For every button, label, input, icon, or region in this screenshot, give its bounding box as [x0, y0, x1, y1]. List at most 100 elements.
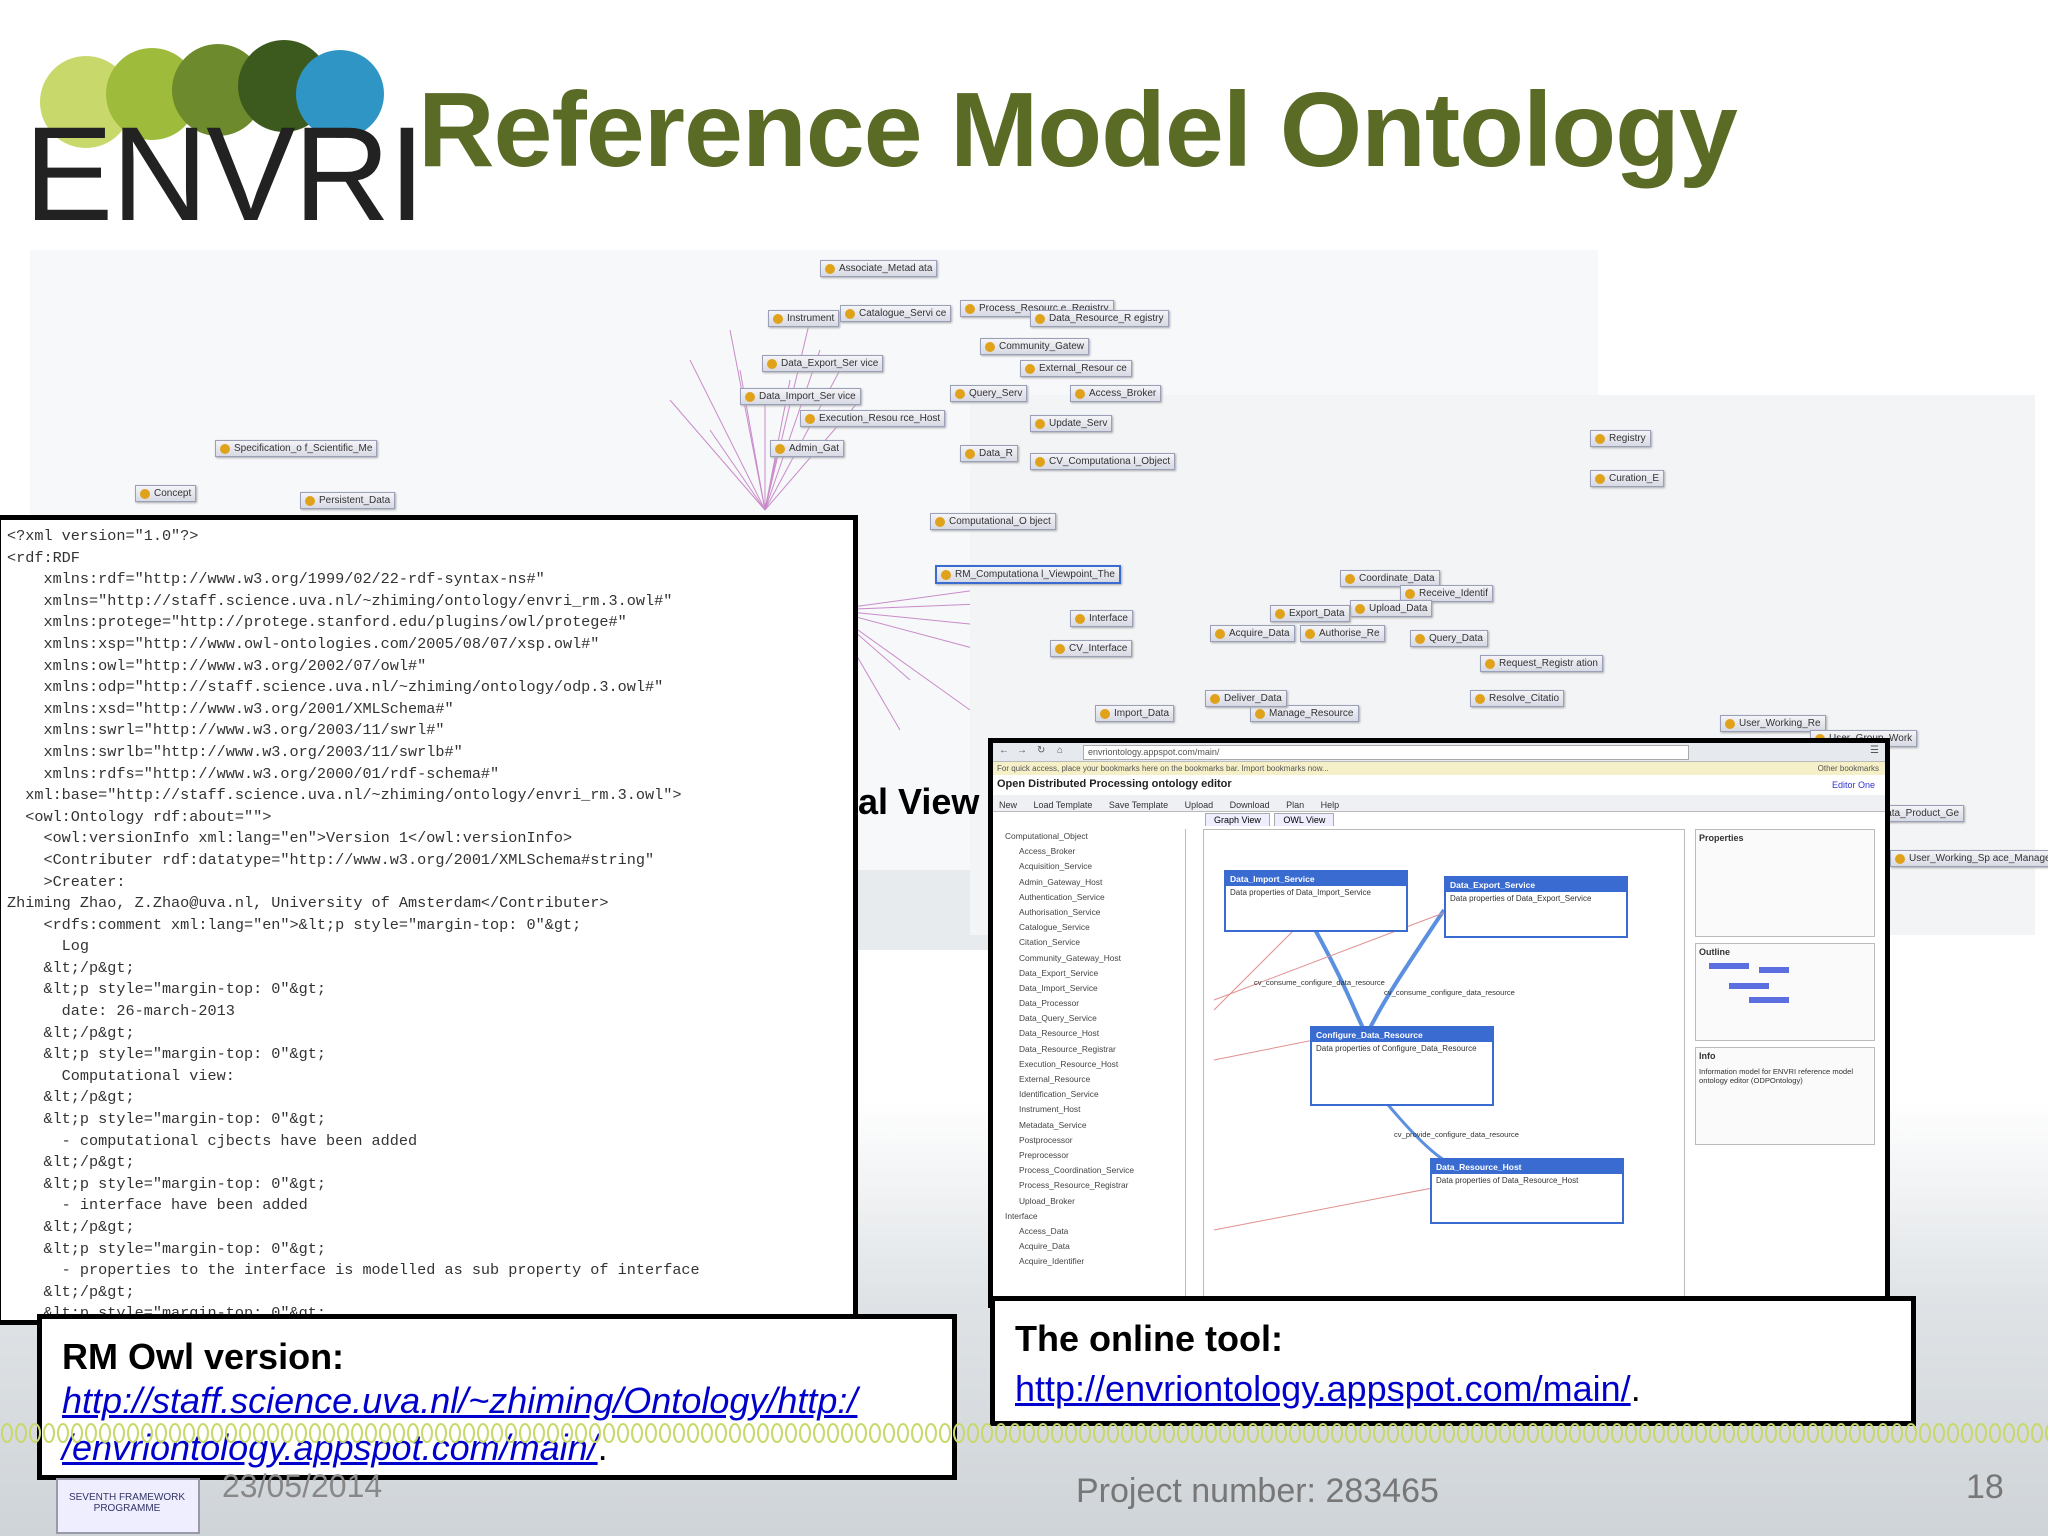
address-bar: envriontology.appspot.com/main/ — [1083, 745, 1689, 760]
tree-item: Execution_Resource_Host — [1019, 1058, 1119, 1069]
slide-title: Reference Model Ontology — [418, 71, 1738, 189]
tree-item: Access_Data — [1019, 1225, 1069, 1236]
graph-node: Access_Broker — [1070, 385, 1162, 402]
toolbar-plan: Plan — [1286, 800, 1305, 810]
graph-node: Community_Gatew — [980, 338, 1090, 355]
tool-link[interactable]: http://envriontology.appspot.com/main/ — [1015, 1368, 1631, 1410]
owl-code-line: &lt;/p&gt; — [7, 1153, 135, 1172]
graph-node: Request_Registr ation — [1480, 655, 1603, 672]
owl-caption-link-line: http://staff.science.uva.nl/~zhiming/Ont… — [62, 1378, 932, 1425]
owl-code-line: xmlns:swrl="http://www.w3.org/2003/11/sw… — [7, 721, 445, 740]
graph-node: External_Resour ce — [1020, 360, 1132, 377]
tree-item: Process_Resource_Registrar — [1019, 1180, 1129, 1191]
owl-code-line: xmlns:xsd="http://www.w3.org/2001/XMLSch… — [7, 699, 454, 718]
side-panel: Properties Outline Info Information mode… — [1695, 829, 1875, 1299]
tree-item: Authorisation_Service — [1019, 906, 1101, 917]
owl-code-line: xmlns="http://staff.science.uva.nl/~zhim… — [7, 591, 673, 610]
graph-box-title: Data_Resource_Host — [1432, 1160, 1622, 1174]
graph-node: Execution_Resou rce_Host — [800, 410, 946, 427]
tree-item: Preprocessor — [1019, 1149, 1069, 1160]
owl-code-line: Log — [7, 937, 90, 956]
page-number: 18 — [1966, 1468, 2004, 1506]
graph-node: Query_Data — [1410, 630, 1488, 647]
online-tool-screenshot: ← → ↻ ⌂ envriontology.appspot.com/main/ … — [988, 738, 1890, 1308]
info-label: Info — [1699, 1051, 1716, 1061]
reload-icon: ↻ — [1037, 745, 1046, 756]
tree-item: Data_Import_Service — [1019, 982, 1098, 993]
outline-section: Outline — [1695, 943, 1875, 1041]
toolbar-upload: Upload — [1184, 800, 1214, 810]
toolbar-save-template: Save Template — [1108, 800, 1169, 810]
owl-caption-box: RM Owl version: http://staff.science.uva… — [37, 1314, 957, 1480]
tab-owl-view: OWL View — [1274, 813, 1335, 826]
graph-node: Query_Serv — [950, 385, 1028, 402]
graph-node: Update_Serv — [1030, 415, 1113, 432]
tree-item: Data_Processor — [1019, 998, 1080, 1009]
owl-code-line: &lt;p style="margin-top: 0"&gt; — [7, 1045, 326, 1064]
tree-item: Interface — [1005, 1210, 1038, 1221]
home-icon: ⌂ — [1057, 745, 1064, 756]
owl-code-line: xmlns:xsp="http://www.owl-ontologies.com… — [7, 634, 600, 653]
graph-tabs: Graph View OWL View — [1205, 813, 1336, 826]
graph-node: Concept — [135, 485, 197, 502]
toolbar-new: New — [999, 800, 1018, 810]
toolbar-download: Download — [1229, 800, 1270, 810]
graph-node: Associate_Metad ata — [820, 260, 938, 277]
graph-box-sub: Data properties of Data_Import_Service — [1230, 888, 1371, 897]
graph-node: Instrument — [768, 310, 840, 327]
tree-item: Acquisition_Service — [1019, 861, 1093, 872]
tree-item: Access_Broker — [1019, 846, 1076, 857]
owl-code-line: xmlns:rdfs="http://www.w3.org/2000/01/rd… — [7, 764, 500, 783]
graph-node: Data_R — [960, 445, 1018, 462]
footer-pattern-band — [0, 1420, 2048, 1446]
edge-label: cv_provide_configure_data_resource — [1394, 1130, 1519, 1139]
app-user: Editor One — [1831, 780, 1875, 790]
owl-code-line: &lt;p style="margin-top: 0"&gt; — [7, 980, 326, 999]
info-section: Info Information model for ENVRI referen… — [1695, 1047, 1875, 1145]
graph-node: Computational_O bject — [930, 513, 1056, 530]
owl-code-line: - interface have been added — [7, 1196, 308, 1215]
owl-code-line: <Contributer rdf:datatype="http://www.w3… — [7, 850, 655, 869]
tree-item: Data_Query_Service — [1019, 1013, 1097, 1024]
owl-code-line: &lt;p style="margin-top: 0"&gt; — [7, 1174, 326, 1193]
bookmark-hint: For quick access, place your bookmarks h… — [997, 764, 1329, 773]
owl-code-line: xmlns:protege="http://protege.stanford.e… — [7, 613, 627, 632]
tree-item: Acquire_Identifier — [1019, 1256, 1085, 1267]
graph-box-sub: Data properties of Configure_Data_Resour… — [1316, 1044, 1477, 1053]
graph-node: Authorise_Re — [1300, 625, 1385, 642]
graph-node: Data_Export_Ser vice — [762, 355, 884, 372]
tree-item: Data_Resource_Host — [1019, 1028, 1100, 1039]
owl-code-line: &lt;/p&gt; — [7, 1218, 135, 1236]
tree-item: Acquire_Data — [1019, 1241, 1070, 1252]
owl-code-line: &lt;/p&gt; — [7, 1023, 135, 1042]
graph-box-sub: Data properties of Data_Resource_Host — [1436, 1176, 1579, 1185]
graph-node: Export_Data — [1270, 605, 1350, 622]
graph-box-sub: Data properties of Data_Export_Service — [1450, 894, 1592, 903]
graph-node: User_Working_Re — [1720, 715, 1826, 732]
graph-node: Specification_o f_Scientific_Me — [215, 440, 378, 457]
tree-item: Postprocessor — [1019, 1134, 1073, 1145]
graph-node: Import_Data — [1095, 705, 1175, 722]
owl-code: <?xml version="1.0"?><rdf:RDF xmlns:rdf=… — [1, 520, 853, 1320]
graph-node: Upload_Data — [1350, 600, 1433, 617]
owl-code-line: Computational view: — [7, 1066, 235, 1085]
tree-item: Admin_Gateway_Host — [1019, 876, 1103, 887]
properties-label: Properties — [1699, 833, 1744, 843]
owl-code-line: &lt;/p&gt; — [7, 1282, 135, 1301]
owl-link-1[interactable]: http://staff.science.uva.nl/~zhiming/Ont… — [62, 1380, 858, 1422]
tree-item: Catalogue_Service — [1019, 922, 1090, 933]
owl-code-line: <rdf:RDF — [7, 548, 80, 567]
envri-logo — [40, 40, 384, 148]
graph-box: Data_Export_Service Data properties of D… — [1444, 876, 1628, 938]
graph-node: Coordinate_Data — [1340, 570, 1440, 587]
fp7-label: SEVENTH FRAMEWORK PROGRAMME — [68, 1492, 186, 1514]
graph-node: Deliver_Data — [1205, 690, 1287, 707]
forward-icon: → — [1017, 745, 1027, 756]
owl-code-line: &lt;p style="margin-top: 0"&gt; — [7, 1110, 326, 1129]
toolbar-load-template: Load Template — [1033, 800, 1093, 810]
outline-preview — [1709, 963, 1789, 1003]
tree-item: Upload_Broker — [1019, 1195, 1075, 1206]
graph-box-title: Data_Import_Service — [1226, 872, 1406, 886]
graph-node: Admin_Gat — [770, 440, 845, 457]
